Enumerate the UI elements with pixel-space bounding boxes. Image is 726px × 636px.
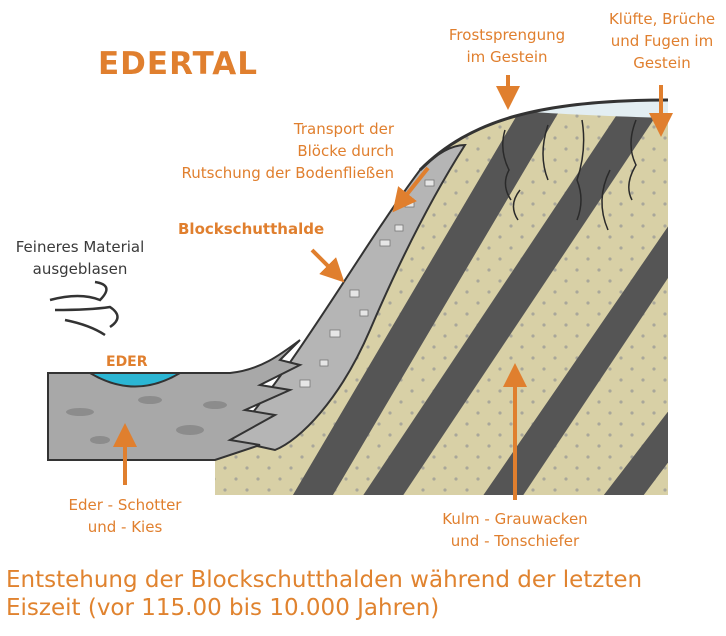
- label-line: im Gestein: [466, 48, 548, 66]
- label-line: und - Tonschiefer: [450, 532, 580, 550]
- arrows: [113, 75, 673, 500]
- label-line: Kulm - Grauwacken: [442, 510, 588, 528]
- caption: Entstehung der Blockschutthalden während…: [6, 566, 642, 622]
- river-gravel: [47, 339, 303, 461]
- label-line: Frostsprengung: [448, 26, 566, 44]
- caption-line: Entstehung der Blockschutthalden während…: [6, 567, 643, 593]
- label-line: Blöcke durch: [297, 142, 394, 160]
- label-line: Transport der: [293, 120, 394, 138]
- label-line: Rutschung der Bodenfließen: [181, 164, 394, 182]
- label-frostsprengung: Frostsprengung im Gestein: [440, 24, 574, 68]
- label-transport: Transport der Blöcke durch Rutschung der…: [140, 118, 394, 184]
- label-line: Feineres Material: [15, 238, 145, 256]
- label-line: ausgeblasen: [32, 260, 128, 278]
- label-river: EDER: [106, 354, 148, 370]
- label-line: Klüfte, Brüche: [608, 10, 716, 28]
- label-line: Gestein: [633, 54, 691, 72]
- river-eder: [86, 372, 184, 388]
- caption-line: Eiszeit (vor 115.00 bis 10.000 Jahren): [6, 595, 440, 621]
- label-wind: Feineres Material ausgeblasen: [0, 236, 160, 280]
- label-kulm: Kulm - Grauwacken und - Tonschiefer: [420, 508, 610, 552]
- label-line: und - Kies: [87, 518, 163, 536]
- label-line: Eder - Schotter: [68, 496, 182, 514]
- label-kluefte: Klüfte, Brüche und Fugen im Gestein: [598, 8, 726, 74]
- label-line: und Fugen im: [610, 32, 714, 50]
- wind-icon: [49, 280, 119, 337]
- page-title: EDERTAL: [98, 46, 259, 82]
- label-schotter: Eder - Schotter und - Kies: [45, 494, 205, 538]
- block-scree-slope: [228, 143, 467, 452]
- label-blockschutthalde: Blockschutthalde: [178, 220, 325, 238]
